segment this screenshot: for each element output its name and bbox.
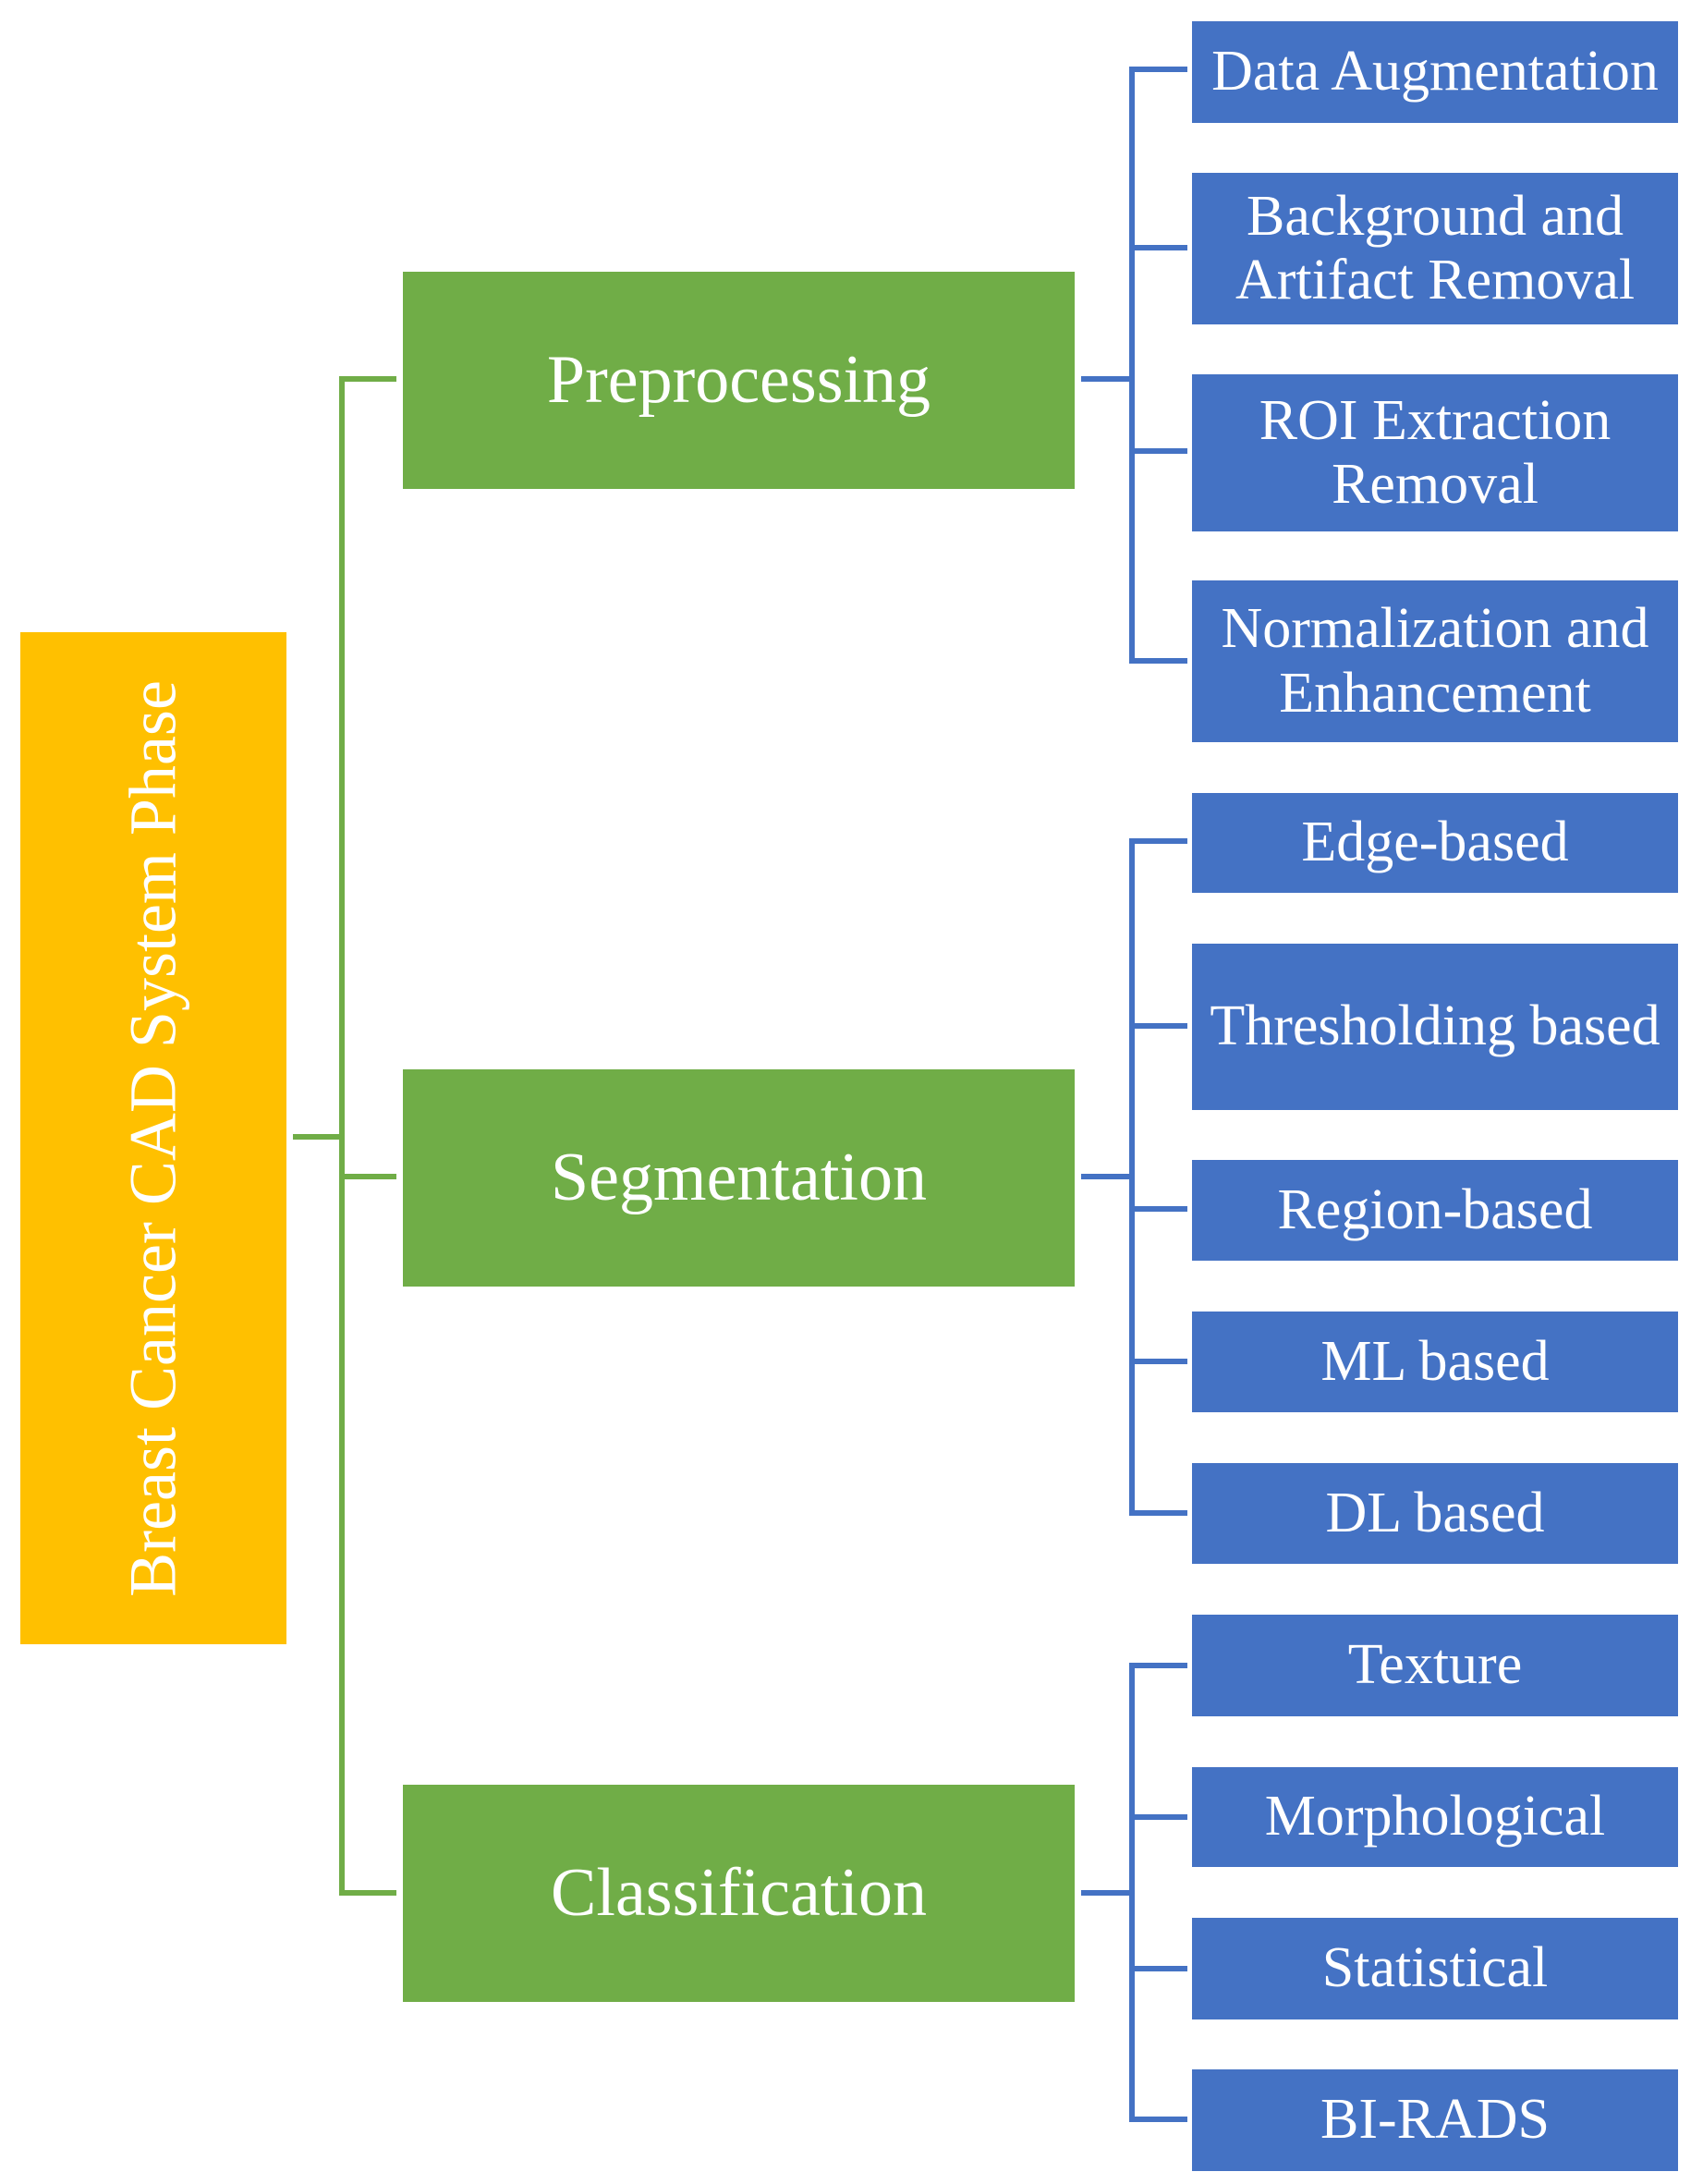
- root-node: Breast Cancer CAD System Phase: [20, 632, 286, 1644]
- leaf-morphological: Morphological: [1192, 1767, 1678, 1867]
- leaf-label: Statistical: [1321, 1936, 1549, 2000]
- phase-classification: Classification: [403, 1785, 1075, 2002]
- phase-preprocessing: Preprocessing: [403, 272, 1075, 489]
- phase-label: Classification: [551, 1855, 927, 1932]
- leaf-label: Background and Artifact Removal: [1235, 184, 1636, 311]
- leaf-bi-rads: BI-RADS: [1192, 2069, 1678, 2171]
- leaf-roi-extraction: ROI Extraction Removal: [1192, 374, 1678, 531]
- leaf-thresholding-based: Thresholding based: [1192, 944, 1678, 1110]
- phase-label: Segmentation: [551, 1140, 927, 1216]
- leaf-data-augmentation: Data Augmentation: [1192, 21, 1678, 123]
- leaf-label: Morphological: [1264, 1785, 1606, 1848]
- leaf-label: Thresholding based: [1210, 994, 1660, 1058]
- leaf-texture: Texture: [1192, 1615, 1678, 1716]
- leaf-label: ROI Extraction Removal: [1259, 388, 1612, 516]
- leaf-statistical: Statistical: [1192, 1918, 1678, 2019]
- leaf-edge-based: Edge-based: [1192, 793, 1678, 893]
- phase-label: Preprocessing: [546, 342, 931, 419]
- leaf-label: Texture: [1347, 1633, 1523, 1697]
- leaf-label: Edge-based: [1301, 811, 1569, 874]
- leaf-background-artifact-removal: Background and Artifact Removal: [1192, 173, 1678, 324]
- leaf-label: ML based: [1320, 1329, 1550, 1393]
- leaf-label: BI-RADS: [1320, 2088, 1551, 2152]
- leaf-label: Normalization and Enhancement: [1221, 597, 1649, 725]
- leaf-label: Data Augmentation: [1211, 40, 1659, 104]
- leaf-label: Region-based: [1277, 1177, 1593, 1241]
- leaf-region-based: Region-based: [1192, 1160, 1678, 1261]
- leaf-dl-based: DL based: [1192, 1463, 1678, 1564]
- leaf-normalization-enhancement: Normalization and Enhancement: [1192, 580, 1678, 742]
- phase-segmentation: Segmentation: [403, 1069, 1075, 1287]
- leaf-ml-based: ML based: [1192, 1312, 1678, 1412]
- root-label: Breast Cancer CAD System Phase: [116, 679, 190, 1597]
- leaf-label: DL based: [1325, 1481, 1545, 1544]
